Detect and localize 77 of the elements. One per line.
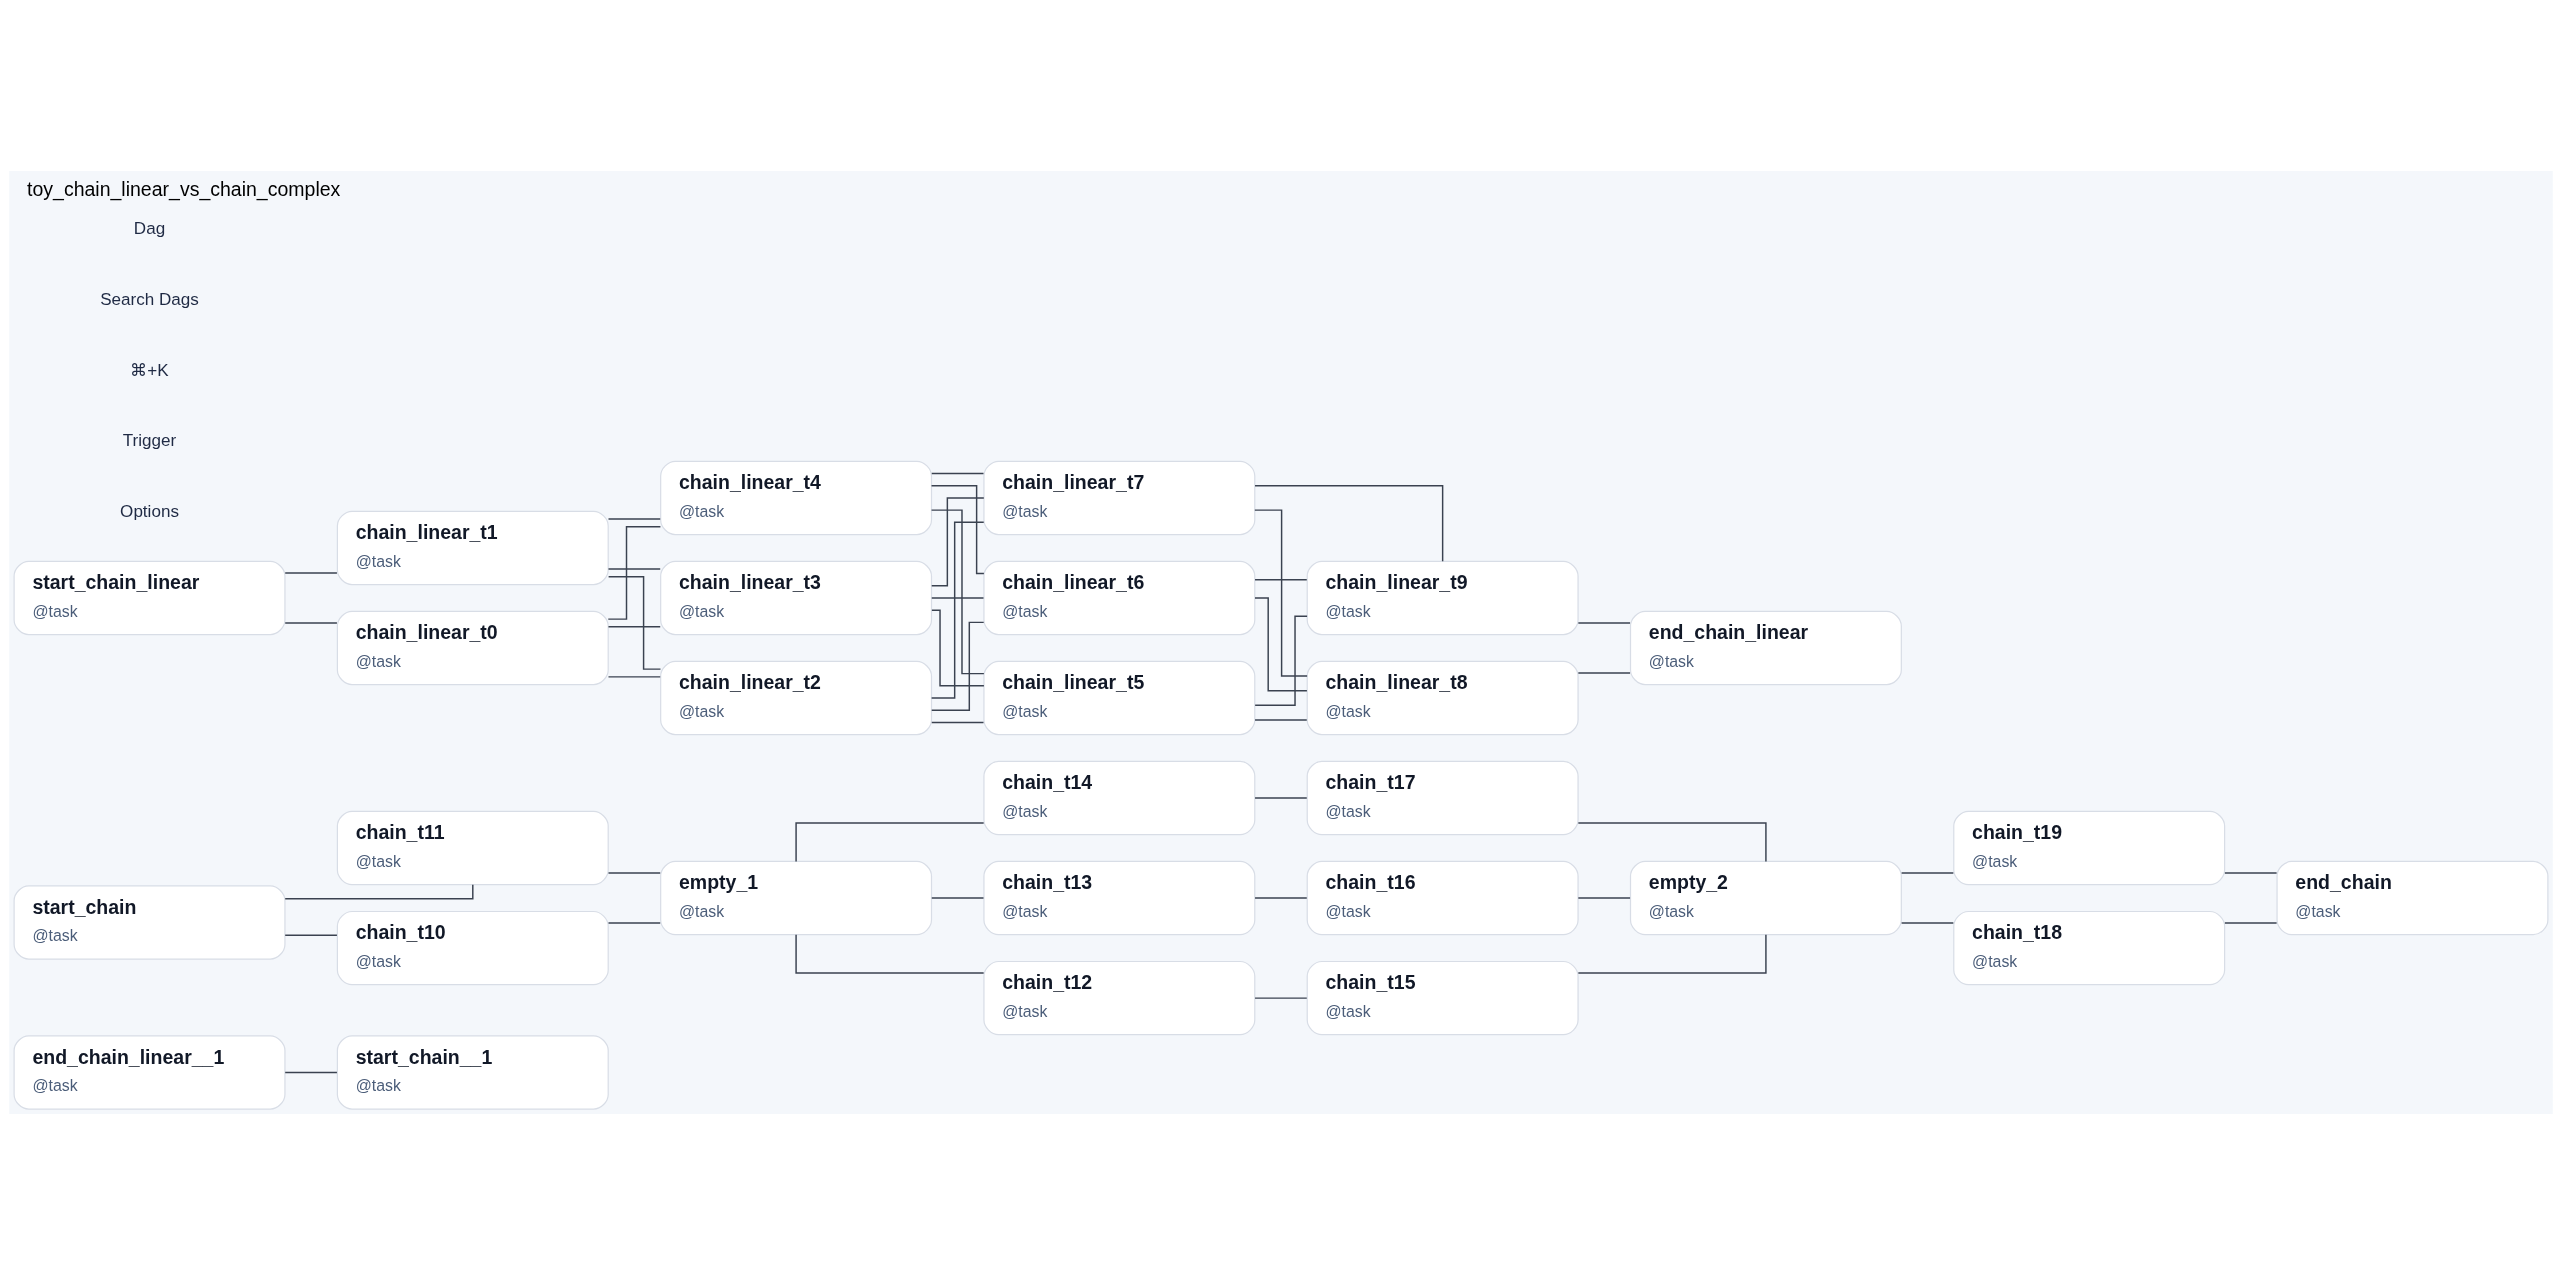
node-box: chain_t16 @task xyxy=(1306,860,1579,935)
node-box: start_chain__1 @task xyxy=(336,1034,609,1110)
node-box: chain_linear_t1 @task xyxy=(336,510,609,585)
connector xyxy=(2224,921,2278,924)
connector xyxy=(607,567,661,570)
node-box: empty_1 @task xyxy=(660,860,933,935)
label: Options xyxy=(120,501,179,521)
connector xyxy=(1254,996,1308,999)
connector xyxy=(931,621,985,711)
node-box: chain_linear_t8 @task xyxy=(1306,660,1579,735)
node-box: end_chain_linear__1 @task xyxy=(13,1034,286,1110)
diagram-title: toy_chain_linear_vs_chain_complex xyxy=(27,177,341,200)
label: Dag xyxy=(133,218,166,238)
node-box: chain_t10 @task xyxy=(336,910,609,985)
connector xyxy=(1254,596,1308,691)
node-box: end_chain @task xyxy=(2276,860,2549,935)
connector xyxy=(284,571,338,574)
connector xyxy=(931,472,985,474)
connector xyxy=(1254,615,1308,706)
connector xyxy=(1254,796,1308,799)
node-box: chain_t14 @task xyxy=(983,760,1256,835)
connector xyxy=(1577,933,1767,974)
connector xyxy=(930,508,985,674)
connector xyxy=(1577,621,1631,624)
node-box: empty_2 @task xyxy=(1629,860,1902,935)
connector xyxy=(795,821,985,862)
node-box: chain_t19 @task xyxy=(1953,810,2226,885)
connector xyxy=(284,934,338,936)
connector xyxy=(1577,821,1767,862)
connector xyxy=(1254,718,1308,721)
connector xyxy=(931,596,985,599)
node-box: chain_linear_t9 @task xyxy=(1306,560,1579,635)
connector xyxy=(930,521,985,699)
connector xyxy=(607,575,662,670)
connector xyxy=(607,871,661,874)
connector xyxy=(607,921,661,924)
label: Trigger xyxy=(122,430,177,450)
label: Search Dags xyxy=(100,289,199,309)
connector xyxy=(1254,578,1308,580)
connector xyxy=(607,525,662,620)
connector xyxy=(931,496,985,586)
connector xyxy=(795,933,985,974)
connector xyxy=(1254,508,1308,677)
connector xyxy=(607,675,661,678)
node-box: chain_linear_t3 @task xyxy=(660,560,933,635)
node-box: chain_t13 @task xyxy=(983,860,1256,935)
node-box: chain_t17 @task xyxy=(1306,760,1579,835)
node-box: chain_t18 @task xyxy=(1953,910,2226,985)
node-box: chain_linear_t6 @task xyxy=(983,560,1256,635)
connector xyxy=(607,517,661,520)
node-box: chain_linear_t0 @task xyxy=(336,610,609,685)
node-box: chain_t11 @task xyxy=(336,810,609,885)
node-box: chain_linear_t5 @task xyxy=(983,660,1256,735)
node-box: end_chain_linear @task xyxy=(1629,610,1902,685)
node-box: chain_linear_t7 @task xyxy=(983,460,1256,535)
connector xyxy=(1254,484,1444,562)
node-box: chain_linear_t2 @task xyxy=(660,660,933,735)
connector xyxy=(284,621,338,624)
connector xyxy=(1900,871,1955,874)
connector xyxy=(2224,871,2278,874)
connector xyxy=(1254,896,1308,899)
connector xyxy=(1577,671,1631,674)
node-box: start_chain_linear @task xyxy=(13,560,286,635)
node-box: chain_t15 @task xyxy=(1306,960,1579,1035)
connector xyxy=(1900,921,1955,924)
connector xyxy=(284,883,474,899)
label: ⌘+K xyxy=(130,360,169,380)
node-box: chain_t12 @task xyxy=(983,960,1256,1035)
connector xyxy=(607,625,661,628)
connector xyxy=(931,721,985,723)
connector xyxy=(1577,896,1631,899)
connector xyxy=(931,896,985,899)
node-box: start_chain @task xyxy=(13,884,286,960)
node-box: chain_linear_t4 @task xyxy=(660,460,933,535)
connector xyxy=(284,1071,338,1073)
connector xyxy=(931,608,985,687)
connector xyxy=(930,484,985,574)
